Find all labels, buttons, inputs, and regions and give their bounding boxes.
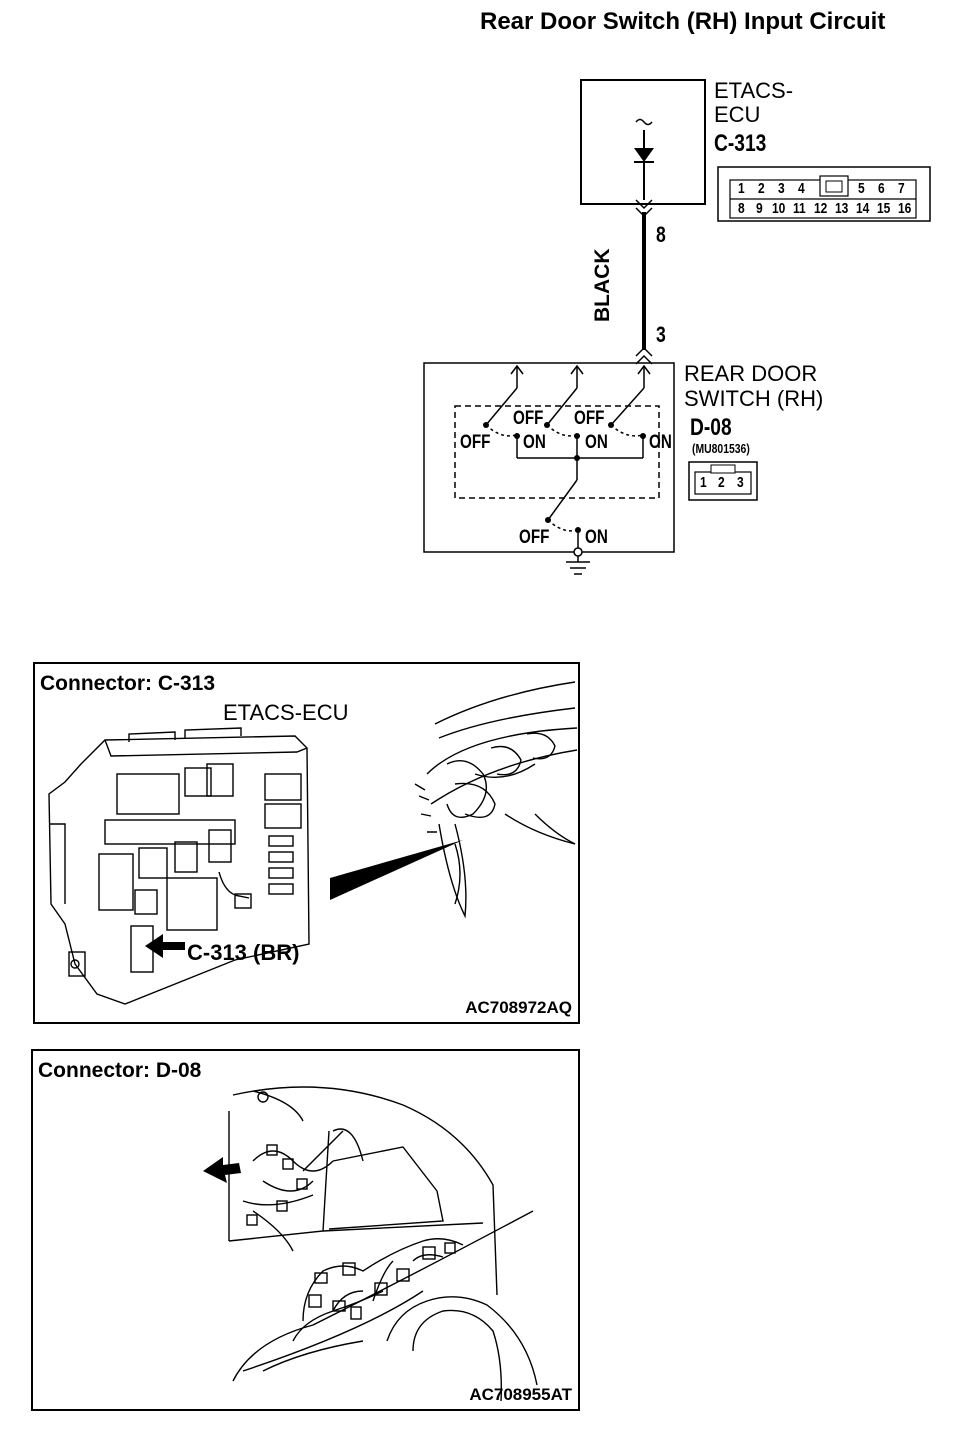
ecu-connector-id: C-313 — [714, 130, 767, 157]
ecu-connector-face — [717, 166, 931, 222]
ecu-name-line2: ECU — [714, 102, 761, 127]
callout-arrow — [145, 934, 185, 958]
ecu-pin: 9 — [756, 200, 763, 217]
ecu-pin: 3 — [778, 180, 785, 197]
panel-title: Connector: C-313 — [40, 672, 216, 695]
switch-connector-id: D-08 — [690, 414, 732, 441]
switch-part-number: (MU801536) — [692, 441, 750, 456]
pointer-wedge — [330, 840, 463, 900]
wire-pin-bottom: 3 — [656, 322, 666, 347]
ecu-pin: 12 — [814, 200, 828, 217]
state-on-label: ON — [585, 527, 608, 548]
switch-name-line2: SWITCH (RH) — [684, 386, 824, 411]
wire-color-label: BLACK — [591, 248, 614, 323]
switch-connector-face — [688, 461, 758, 501]
switch-pin: 2 — [718, 474, 725, 491]
ecu-pin: 14 — [856, 200, 870, 217]
callout-arrow — [203, 1157, 241, 1183]
circuit-schematic — [423, 79, 931, 575]
state-on-label: ON — [523, 432, 546, 453]
ecu-pin: 6 — [878, 180, 885, 197]
state-off-label: OFF — [513, 408, 544, 429]
switch-box — [423, 362, 675, 553]
state-on-label: ON — [649, 432, 672, 453]
state-off-label: OFF — [460, 432, 491, 453]
switch-pin: 3 — [737, 474, 744, 491]
diode-icon — [634, 148, 654, 162]
state-on-label: ON — [585, 432, 608, 453]
state-off-label: OFF — [519, 527, 550, 548]
state-off-label: OFF — [574, 408, 605, 429]
ecu-pin: 8 — [738, 200, 745, 217]
ecu-tilde — [635, 118, 653, 126]
wire-pin-top: 8 — [656, 222, 666, 247]
ecu-pin: 4 — [798, 180, 805, 197]
callout-label: C-313 (BR) — [187, 940, 300, 965]
linkage-dashed — [454, 405, 660, 499]
ecu-illustration — [48, 681, 578, 1005]
figure-code: AC708972AQ — [465, 998, 572, 1017]
ecu-pin: 11 — [793, 200, 806, 217]
panel-title: Connector: D-08 — [38, 1059, 202, 1082]
ecu-box — [580, 79, 706, 205]
vehicle-illustration — [203, 1086, 538, 1402]
ecu-name-line1: ETACS- — [714, 78, 794, 103]
connector-d08-panel: Connector: D-08 — [31, 1049, 580, 1411]
ecu-pin: 1 — [738, 180, 745, 197]
ecu-pin: 16 — [898, 200, 912, 217]
connector-c313-panel: Connector: C-313 ETACS-ECU — [33, 662, 580, 1024]
figure-code: AC708955AT — [469, 1385, 572, 1404]
ecu-pin: 2 — [758, 180, 765, 197]
ecu-pin: 7 — [898, 180, 905, 197]
switch-name-line1: REAR DOOR — [684, 361, 818, 386]
ecu-pin: 13 — [835, 200, 849, 217]
ecu-pin: 5 — [858, 180, 865, 197]
page-title: Rear Door Switch (RH) Input Circuit — [480, 8, 886, 35]
switch-pin: 1 — [700, 474, 707, 491]
ecu-pin: 15 — [877, 200, 891, 217]
component-label: ETACS-ECU — [223, 700, 349, 725]
ecu-pin: 10 — [772, 200, 786, 217]
